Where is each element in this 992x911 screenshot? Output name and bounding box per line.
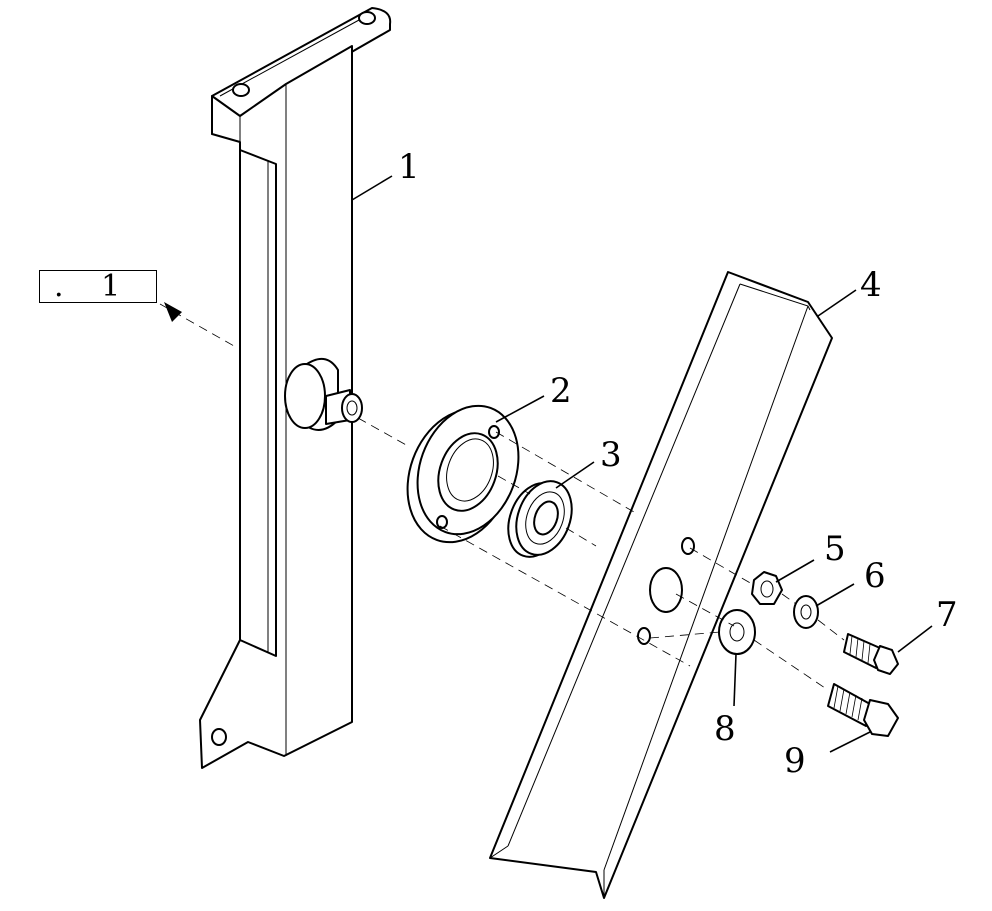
part-2-flange <box>406 404 520 544</box>
assembly-lines <box>159 303 845 691</box>
callout-9: 9 <box>784 741 806 781</box>
channel-hole-center <box>649 567 683 613</box>
foot-hole <box>211 728 227 746</box>
callout-2: 2 <box>550 371 572 411</box>
tab-hole-right <box>358 11 376 25</box>
callout-3: 3 <box>600 435 622 475</box>
callout-4: 4 <box>860 265 882 305</box>
part-8-washer <box>718 609 756 655</box>
reference-box: . 1 5 <box>39 270 157 303</box>
shaft-end <box>341 393 363 423</box>
channel-hole-top <box>681 537 695 555</box>
reference-arrow <box>164 302 182 322</box>
part-1-bracket <box>199 7 392 769</box>
callout-5: 5 <box>824 529 846 569</box>
callout-8: 8 <box>714 709 736 749</box>
part-7-bolt <box>843 633 899 675</box>
tab-hole-left <box>232 83 250 97</box>
part-5-nut <box>751 571 783 605</box>
leader-lines <box>351 175 933 753</box>
part-4-channel <box>489 271 833 899</box>
callout-1: 1 <box>398 147 420 187</box>
callout-6: 6 <box>864 556 886 596</box>
part-3-bearing <box>507 480 573 558</box>
callout-7: 7 <box>936 595 958 635</box>
part-6-washer <box>793 595 819 629</box>
part-9-bolt <box>827 683 899 737</box>
bracket-channel <box>239 149 277 657</box>
channel-hole-bottom <box>637 627 651 645</box>
